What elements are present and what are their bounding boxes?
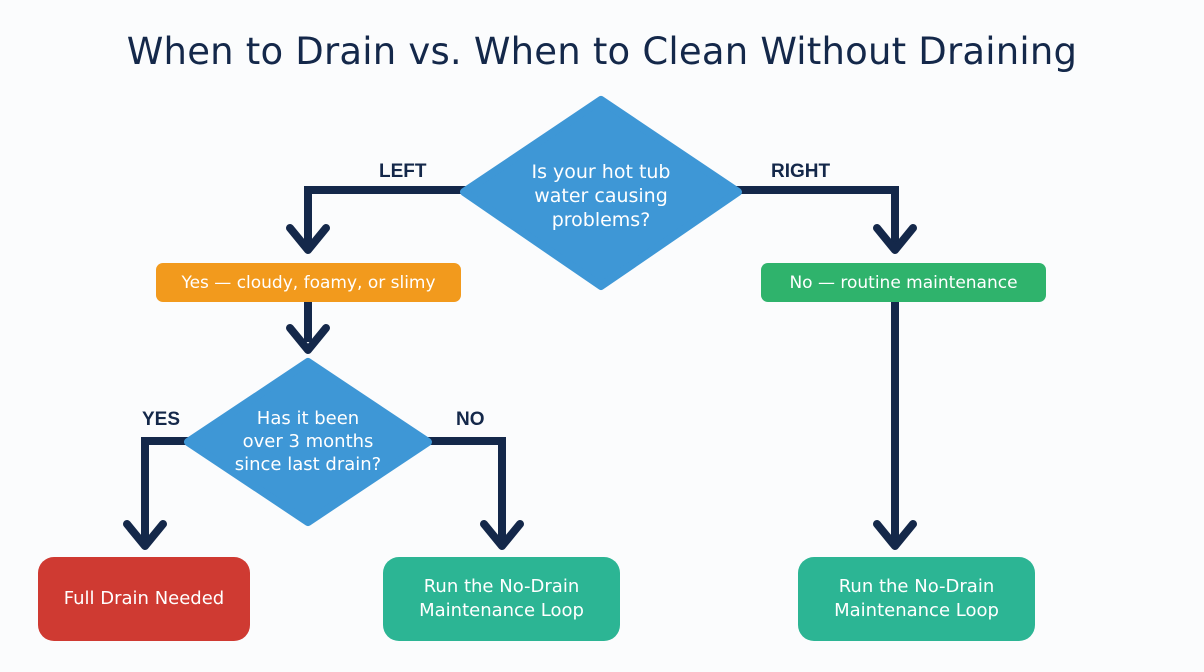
connector-arrowhead-main-right	[873, 224, 917, 254]
sub-no-label: NO	[456, 409, 485, 430]
branch-right-label: RIGHT	[771, 161, 831, 182]
result-loop-right: Run the No-Drain Maintenance Loop	[798, 557, 1035, 641]
decision-main-line-2: water causing	[534, 185, 668, 207]
result-loop-middle-line-2: Maintenance Loop	[419, 600, 584, 621]
decision-sub-line-3: since last drain?	[234, 454, 382, 475]
result-full-drain: Full Drain Needed	[38, 557, 250, 641]
decision-diamond-main	[460, 96, 742, 290]
connector-arrowhead-loop-right	[873, 520, 917, 550]
pill-no: No — routine maintenance	[761, 263, 1046, 302]
decision-main-text: Is your hot tub water causing problems?	[501, 160, 701, 232]
connector-sub-yes	[141, 437, 190, 540]
decision-sub-line-2: over 3 months	[242, 431, 374, 452]
connector-arrowhead-sub-decision	[286, 324, 330, 354]
result-loop-right-line-2: Maintenance Loop	[834, 600, 999, 621]
branch-left-label: LEFT	[379, 161, 427, 182]
decision-main-line-1: Is your hot tub	[531, 161, 671, 183]
result-loop-middle-line-1: Run the No-Drain	[423, 576, 580, 597]
result-loop-right-line-1: Run the No-Drain	[838, 576, 995, 597]
decision-diamond-sub	[184, 358, 432, 526]
connector-arrowhead-sub-yes	[123, 520, 167, 550]
decision-sub-text: Has it been over 3 months since last dra…	[215, 407, 401, 476]
page-title: When to Drain vs. When to Clean Without …	[126, 30, 1078, 73]
connector-sub-no	[426, 437, 506, 540]
decision-sub-line-1: Has it been	[256, 408, 360, 429]
connector-main-right	[734, 186, 899, 244]
connector-arrowhead-sub-no	[480, 520, 524, 550]
sub-yes-label: YES	[142, 409, 181, 430]
decision-main-line-3: problems?	[551, 209, 651, 231]
pill-yes: Yes — cloudy, foamy, or slimy	[156, 263, 461, 302]
connector-main-left	[304, 186, 468, 244]
connector-arrowhead-main-left	[286, 224, 330, 254]
result-loop-middle: Run the No-Drain Maintenance Loop	[383, 557, 620, 641]
